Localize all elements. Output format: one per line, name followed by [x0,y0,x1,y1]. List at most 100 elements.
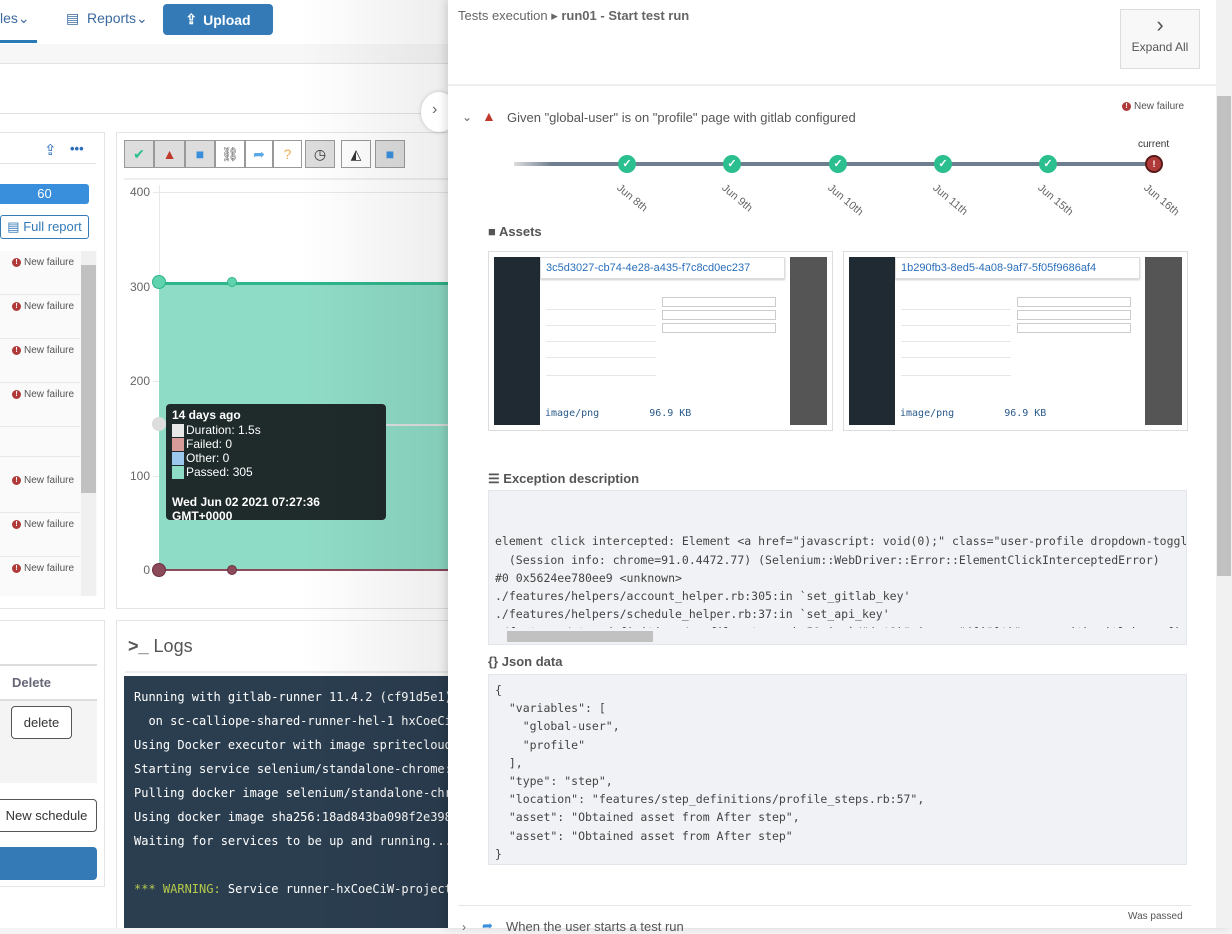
new-schedule-button[interactable]: New schedule [0,799,97,832]
step-status: !New failure [1122,101,1184,112]
failure-status: !New failure [12,563,74,574]
logs-title: >_ Logs [128,636,193,656]
delete-column-header: Delete [12,675,52,690]
failed-line [159,569,448,571]
list-item[interactable]: !New failure [0,251,80,295]
exclamation-icon: ! [1122,102,1131,111]
full-report-button[interactable]: ▤ Full report [0,215,89,239]
divider [0,44,448,64]
summary-card: ⇪ ••• 60 ▤ Full report !New failure!New … [0,132,105,609]
expand-all-button[interactable]: ›Expand All [1120,9,1200,69]
timeline-date: Jun 15th [1035,182,1076,219]
chevron-down-icon[interactable]: ⌄ [462,110,473,124]
terminal-icon: >_ [128,636,149,656]
y-tick-label: 400 [129,185,150,199]
filter-skipped-icon[interactable]: ➦ [245,140,273,168]
failure-status: !New failure [12,475,74,486]
y-tick-label: 0 [143,563,150,577]
active-tab-indicator [0,40,37,43]
folder-icon: ■ [488,224,496,239]
timeline-date: Jun 8th [614,182,650,215]
asset-size: 96.9 KB [649,408,692,419]
delete-button[interactable]: delete [11,706,72,739]
list-item[interactable] [0,427,80,457]
json-box: { "variables": [ "global-user", "profile… [488,674,1187,865]
filter-unknown-icon[interactable]: ? [273,140,302,168]
log-line: Running with gitlab-runner 11.4.2 (cf91d… [134,690,452,704]
y-tick-label: 300 [129,279,150,294]
filter-passed-icon[interactable]: ✔ [124,140,154,168]
more-icon[interactable]: ••• [70,141,84,156]
list-item[interactable]: !New failure [0,339,80,383]
panel-scrollbar[interactable] [1216,0,1232,928]
filter-duration-icon[interactable]: ◷ [305,140,335,168]
divider [0,113,448,114]
timeline-passed-icon[interactable]: ✓ [1039,155,1057,173]
asset-meta: image/png 96.9 KB [540,403,785,425]
filter-folder-icon[interactable]: ■ [375,140,405,168]
timeline-passed-icon[interactable]: ✓ [723,155,741,173]
timeline-failed-icon[interactable]: ! [1145,155,1163,173]
asset-name[interactable]: 1b290fb3-8ed5-4a08-9af7-5f05f9686af4 [895,257,1140,279]
asset-size: 96.9 KB [1004,408,1047,419]
tooltip-date: Wed Jun 02 2021 07:27:36 GMT+0000 [172,495,320,523]
legend-swatch [172,465,184,479]
horizontal-scrollbar[interactable] [489,628,1186,644]
legend-swatch [172,423,184,437]
upload-icon: ⇪ [185,11,198,27]
tooltip-item: Other: 0 [172,451,380,465]
asset-type: image/png [900,408,955,419]
legend-swatch [172,437,184,451]
failure-status: !New failure [12,389,74,400]
asset-thumbnail: 3c5d3027-cb74-4e28-a435-f7c8cd0ec237 imag… [494,257,827,425]
breadcrumb-root[interactable]: Tests execution [458,8,548,23]
step-title[interactable]: Given "global-user" is on "profile" page… [507,110,856,125]
braces-icon: {} [488,654,499,669]
tooltip-title: 14 days ago [172,408,241,422]
list-item[interactable]: !New failure [0,557,80,596]
legend-swatch [172,451,184,465]
passed-point[interactable] [227,276,237,287]
exclamation-icon: ! [12,564,21,573]
list-item[interactable]: !New failure [0,469,80,513]
list-scrollbar[interactable] [81,251,96,596]
next-step-title[interactable]: When the user starts a test run [506,919,684,934]
duration-point[interactable] [152,417,166,431]
upload-button[interactable]: ⇪Upload [163,4,273,35]
filter-unlinked-icon[interactable]: ⛓ [215,140,245,168]
asset-name[interactable]: 3c5d3027-cb74-4e28-a435-f7c8cd0ec237 [540,257,785,279]
asset-card[interactable]: 3c5d3027-cb74-4e28-a435-f7c8cd0ec237 imag… [488,251,833,431]
filter-area-chart-icon[interactable]: ◭ [341,140,371,168]
list-item[interactable]: !New failure [0,383,80,427]
list-item[interactable]: !New failure [0,295,80,339]
log-line: Pulling docker image selenium/standalone… [134,786,460,800]
asset-card[interactable]: 1b290fb3-8ed5-4a08-9af7-5f05f9686af4 imag… [843,251,1188,431]
failed-point[interactable] [227,565,237,575]
log-line: Using docker image sha256:18ad843ba098f2… [134,810,460,824]
exclamation-icon: ! [12,258,21,267]
upload-icon[interactable]: ⇪ [44,142,57,159]
timeline-passed-icon[interactable]: ✓ [934,155,952,173]
timeline-current-label: current [1138,139,1170,150]
passed-point[interactable] [152,274,166,289]
log-line: Using Docker executor with image spritec… [134,738,460,752]
timeline-date: Jun 11th [930,182,970,218]
failure-status: !New failure [12,301,74,312]
nav-schedules[interactable]: les⌄ [0,10,30,26]
filter-folder-icon[interactable]: ■ [185,140,215,168]
list-item[interactable]: !New failure [0,513,80,557]
timeline-passed-icon[interactable]: ✓ [829,155,847,173]
failure-list: !New failure !New failure !New failure !New… [0,251,97,596]
chevron-right-icon: › [1156,12,1164,37]
nav-reports[interactable]: ▤ Reports⌄ [66,10,148,26]
exception-title: ☰ Exception description [488,471,640,486]
exclamation-icon: ! [12,302,21,311]
breadcrumb-current: run01 - Start test run [561,8,690,23]
save-button[interactable] [0,847,97,880]
failure-status: !New failure [12,345,74,356]
filter-failed-icon[interactable]: ▲ [154,140,185,168]
timeline-passed-icon[interactable]: ✓ [618,155,636,173]
asset-meta: image/png 96.9 KB [895,403,1140,425]
asset-type: image/png [545,408,600,419]
failed-point[interactable] [152,563,166,577]
